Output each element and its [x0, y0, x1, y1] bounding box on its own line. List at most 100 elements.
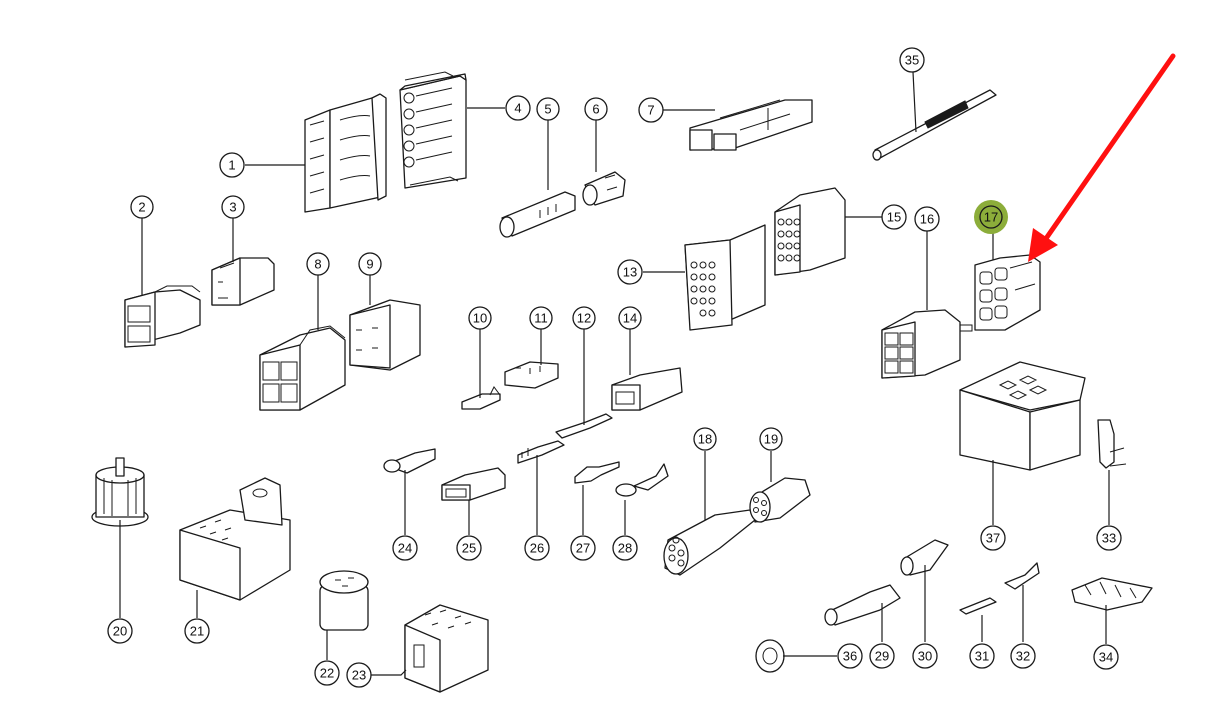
callout-20[interactable]: 20 [107, 618, 133, 644]
callout-25[interactable]: 25 [456, 535, 482, 561]
callout-6[interactable]: 6 [584, 97, 608, 121]
part-30-drawing [900, 539, 949, 576]
part-28-drawing [615, 463, 669, 497]
part-27-drawing [574, 461, 620, 484]
callout-19[interactable]: 19 [759, 427, 783, 451]
part-1-drawing [304, 93, 387, 213]
part-33-drawing [1097, 419, 1127, 469]
callout-34[interactable]: 34 [1093, 644, 1119, 670]
callout-17[interactable]: 17 [979, 205, 1003, 229]
part-8-drawing [259, 325, 346, 411]
callout-8[interactable]: 8 [306, 252, 330, 276]
svg-text:6: 6 [592, 102, 599, 117]
callout-10[interactable]: 10 [468, 306, 492, 330]
svg-text:23: 23 [352, 668, 366, 683]
svg-text:19: 19 [764, 432, 778, 447]
part-18-drawing [663, 509, 756, 576]
svg-text:22: 22 [320, 666, 334, 681]
callout-24[interactable]: 24 [392, 535, 418, 561]
part-35-drawing [872, 89, 997, 161]
part-22-drawing [319, 570, 369, 631]
svg-text:18: 18 [698, 432, 712, 447]
svg-text:27: 27 [576, 541, 590, 556]
callout-35[interactable]: 35 [899, 47, 925, 73]
svg-text:34: 34 [1099, 650, 1113, 665]
callout-28[interactable]: 28 [612, 535, 638, 561]
callout-2[interactable]: 2 [130, 195, 154, 219]
part-25-drawing [441, 467, 506, 501]
svg-text:33: 33 [1102, 531, 1116, 546]
part-24-drawing [383, 448, 436, 474]
svg-text:30: 30 [918, 649, 932, 664]
callout-32[interactable]: 32 [1010, 643, 1036, 669]
callout-30[interactable]: 30 [912, 643, 938, 669]
callout-12[interactable]: 12 [572, 306, 596, 330]
svg-text:31: 31 [975, 649, 989, 664]
arrow-head [1028, 228, 1058, 262]
part-20-drawing [91, 457, 149, 527]
callout-14[interactable]: 14 [618, 306, 642, 330]
part-19-drawing [749, 477, 811, 523]
callout-21[interactable]: 21 [184, 618, 210, 644]
callout-33[interactable]: 33 [1096, 525, 1122, 551]
callout-29[interactable]: 29 [869, 643, 895, 669]
callout-3[interactable]: 3 [221, 195, 245, 219]
part-34-drawing [1071, 577, 1153, 611]
svg-text:5: 5 [544, 102, 551, 117]
callout-31[interactable]: 31 [969, 643, 995, 669]
svg-text:13: 13 [623, 265, 637, 280]
svg-text:29: 29 [875, 649, 889, 664]
svg-text:10: 10 [473, 311, 487, 326]
callout-15[interactable]: 15 [881, 204, 907, 230]
callout-4[interactable]: 4 [505, 95, 531, 121]
callout-1[interactable]: 1 [219, 152, 245, 178]
part-37-drawing [959, 361, 1086, 471]
svg-text:12: 12 [577, 311, 591, 326]
callout-26[interactable]: 26 [524, 535, 550, 561]
callout-36[interactable]: 36 [837, 643, 863, 669]
callout-11[interactable]: 11 [529, 306, 553, 330]
part-6-drawing [582, 171, 626, 206]
svg-text:11: 11 [534, 311, 548, 326]
callout-23[interactable]: 23 [346, 662, 372, 688]
red-arrow-indicator [1028, 53, 1176, 262]
leader-lines [119, 71, 1110, 676]
svg-text:37: 37 [986, 531, 1000, 546]
svg-text:20: 20 [113, 624, 127, 639]
callout-22[interactable]: 22 [314, 660, 340, 686]
callout-37[interactable]: 37 [980, 525, 1006, 551]
callout-18[interactable]: 18 [693, 427, 717, 451]
svg-text:8: 8 [314, 257, 321, 272]
callout-13[interactable]: 13 [617, 259, 643, 285]
svg-text:32: 32 [1016, 649, 1030, 664]
svg-text:3: 3 [229, 200, 236, 215]
svg-text:16: 16 [920, 212, 934, 227]
part-26-drawing [517, 440, 565, 464]
svg-text:36: 36 [843, 649, 857, 664]
callout-16[interactable]: 16 [914, 206, 940, 232]
svg-text:26: 26 [530, 541, 544, 556]
svg-text:25: 25 [462, 541, 476, 556]
part-23-drawing [404, 604, 489, 693]
part-32-drawing [1004, 562, 1040, 590]
part-36-drawing [755, 639, 785, 673]
svg-text:4: 4 [514, 101, 521, 116]
callout-7[interactable]: 7 [638, 97, 664, 123]
part-7-drawing [689, 99, 813, 151]
part-16-drawing [881, 309, 973, 379]
callout-27[interactable]: 27 [570, 535, 596, 561]
svg-text:7: 7 [647, 103, 654, 118]
callout-5[interactable]: 5 [536, 97, 560, 121]
part-14-drawing [611, 367, 683, 411]
part-29-drawing [824, 584, 901, 626]
callout-17-highlight [974, 200, 1008, 234]
part-15-drawing [774, 187, 846, 276]
callout-9[interactable]: 9 [358, 252, 382, 276]
part-11-drawing [504, 361, 559, 389]
part-10-drawing [461, 386, 501, 410]
svg-text:21: 21 [190, 624, 204, 639]
part-12-drawing [555, 413, 613, 439]
svg-text:17: 17 [984, 210, 998, 225]
part-31-drawing [959, 597, 997, 615]
